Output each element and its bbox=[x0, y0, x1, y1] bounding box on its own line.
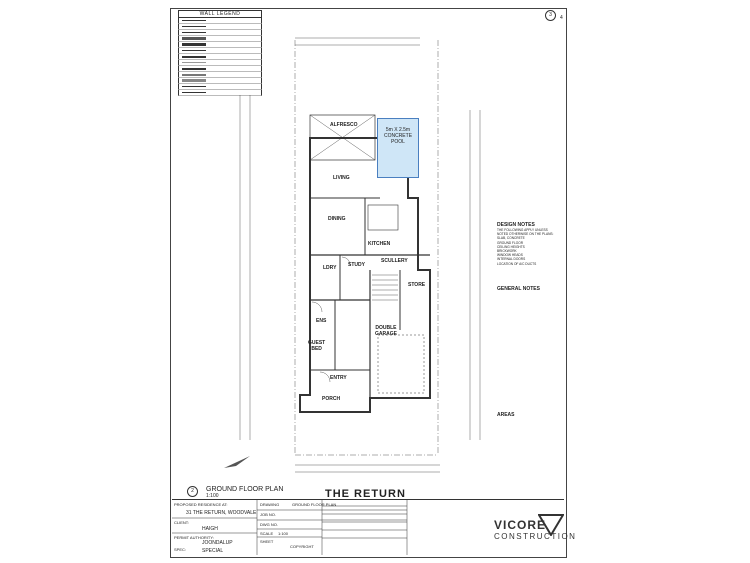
view-scale: 1:100 bbox=[206, 493, 219, 499]
copyright-text: COPYRIGHT bbox=[290, 544, 314, 549]
drawing-label: DRAWING bbox=[260, 502, 280, 507]
legend-row bbox=[178, 30, 262, 36]
pool: 5m X 2.5m CONCRETE POOL bbox=[377, 118, 419, 178]
sheet-label: SHEET bbox=[260, 539, 274, 544]
legend-row bbox=[178, 72, 262, 78]
room-label-entry: ENTRY bbox=[330, 375, 347, 381]
room-label-scullery: SCULLERY bbox=[381, 258, 408, 264]
page-number-badge: 3 bbox=[545, 10, 556, 21]
page-total: 4 bbox=[560, 15, 563, 21]
plan-title: THE RETURN bbox=[325, 488, 406, 500]
note-line: WINDOW HEADS bbox=[497, 253, 523, 258]
note-line: GROUND FLOOR bbox=[497, 240, 524, 245]
legend-row bbox=[178, 54, 262, 60]
legend-row bbox=[178, 48, 262, 54]
note-line: INTERNAL DOORS bbox=[497, 257, 526, 262]
note-line: CEILING HEIGHTS bbox=[497, 244, 525, 249]
room-label-ens: ENS bbox=[316, 318, 327, 324]
logo-mark-icon bbox=[538, 514, 564, 536]
room-label-porch: PORCH bbox=[322, 396, 341, 402]
room-label-ldry: LDRY bbox=[323, 265, 337, 271]
room-label-dining: DINING bbox=[328, 216, 346, 222]
job-label: JOB NO. bbox=[260, 512, 277, 517]
authority-label: PERMIT AUTHORITY: bbox=[174, 535, 214, 540]
logo-line-1: VICORE bbox=[494, 518, 547, 532]
room-label-alfresco: ALFRESCO bbox=[330, 122, 358, 128]
legend-row bbox=[178, 90, 262, 96]
legend-row bbox=[178, 60, 262, 66]
note-line: SLAB, CONCRETE bbox=[497, 236, 525, 241]
legend-row bbox=[178, 36, 262, 42]
north-arrow-icon bbox=[224, 456, 250, 468]
note-line: NOTED OTHERWISE ON THE PLANS: bbox=[497, 232, 554, 237]
design-notes: DESIGN NOTES THE FOLLOWING APPLY UNLESS … bbox=[497, 222, 559, 418]
title-block: PROPOSED RESIDENCE AT: 31 THE RETURN, WO… bbox=[172, 499, 564, 555]
room-label-kitchen: KITCHEN bbox=[368, 241, 391, 247]
legend-row bbox=[178, 42, 262, 48]
note-line: THE FOLLOWING APPLY UNLESS bbox=[497, 228, 548, 232]
legend-row bbox=[178, 66, 262, 72]
dwg-label: DWG NO. bbox=[260, 522, 278, 527]
view-title: GROUND FLOOR PLAN 1:100 bbox=[206, 486, 283, 499]
legend-row bbox=[178, 78, 262, 84]
room-label-living: LIVING bbox=[333, 175, 350, 181]
wall-legend-title: WALL LEGEND bbox=[178, 10, 262, 18]
drawing-sheet bbox=[170, 8, 567, 558]
residence-label: PROPOSED RESIDENCE AT: bbox=[174, 502, 228, 507]
scale-value: 1:100 bbox=[278, 531, 289, 536]
areas-heading: AREAS bbox=[497, 411, 515, 418]
wall-legend: WALL LEGEND bbox=[178, 10, 262, 96]
residence-address: 31 THE RETURN, WOODVALE bbox=[186, 510, 257, 516]
client-label: CLIENT: bbox=[174, 520, 189, 525]
logo-line-2: CONSTRUCTION bbox=[494, 532, 577, 541]
room-label-store: STORE bbox=[408, 282, 426, 288]
room-label-double-garage: DOUBLE GARAGE bbox=[375, 325, 397, 337]
legend-row bbox=[178, 18, 262, 24]
room-label-guest-bed: GUEST BED bbox=[308, 340, 326, 352]
view-title-text: GROUND FLOOR PLAN bbox=[206, 486, 284, 493]
drawing-name: GROUND FLOOR PLAN bbox=[292, 502, 337, 507]
note-line: LOCATION OF A/C DUCTS bbox=[497, 261, 537, 266]
scale-label: SCALE bbox=[260, 531, 274, 536]
title-block-grid bbox=[172, 500, 408, 555]
spec-label: SPEC: bbox=[174, 547, 187, 552]
legend-row bbox=[178, 84, 262, 90]
legend-row bbox=[178, 24, 262, 30]
general-notes-heading: GENERAL NOTES bbox=[497, 285, 540, 292]
spec-value: SPECIAL bbox=[202, 548, 224, 554]
company-logo: VICORE CONSTRUCTION bbox=[494, 518, 576, 541]
authority-name: JOONDALUP bbox=[202, 540, 233, 546]
view-number-badge: 2 bbox=[187, 486, 198, 497]
note-line: BRICKWORK bbox=[497, 249, 517, 254]
pool-label: 5m X 2.5m CONCRETE POOL bbox=[383, 127, 413, 145]
client-name: HAIGH bbox=[202, 526, 218, 532]
design-notes-heading: DESIGN NOTES bbox=[497, 222, 535, 228]
room-label-study: STUDY bbox=[348, 262, 365, 268]
